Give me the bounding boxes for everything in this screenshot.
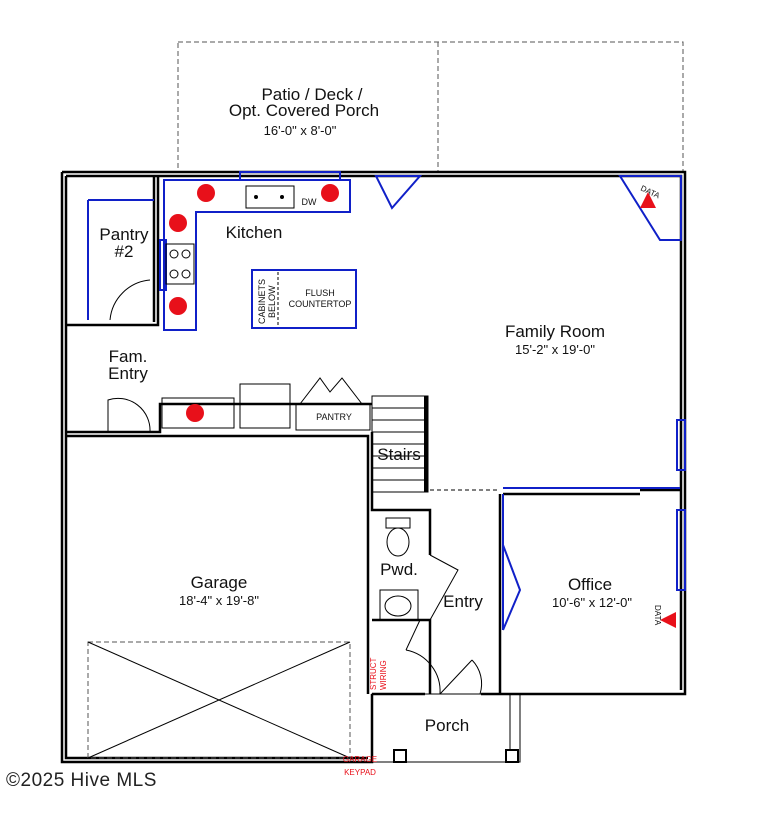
cabinets-label-line2: BELOW — [267, 285, 277, 318]
garage-dims: 18'-4" x 19'-8" — [179, 593, 259, 608]
garage-label: Garage — [191, 573, 248, 592]
struct-wiring-line2: WIRING — [379, 660, 388, 690]
kitchen-label: Kitchen — [226, 223, 283, 242]
stairs-label: Stairs — [377, 445, 420, 464]
fam-entry-label-line1: Fam. — [109, 347, 148, 366]
flush-label-line1: FLUSH — [305, 288, 335, 298]
office-dims: 10'-6" x 12'-0" — [552, 595, 632, 610]
doors — [107, 175, 680, 695]
patio-label-line2: Opt. Covered Porch — [229, 101, 379, 120]
watermark: ©2025 Hive MLS — [6, 770, 157, 791]
patio-label-line1: Patio / Deck / — [261, 85, 362, 104]
patio-dims: 16'-0" x 8'-0" — [264, 123, 337, 138]
family-room-dims: 15'-2" x 19'-0" — [515, 342, 595, 357]
patio-outline — [177, 41, 684, 173]
pantry2-label-line1: Pantry — [99, 225, 149, 244]
fam-entry-label-line2: Entry — [108, 364, 148, 383]
data-label-office: DATA — [653, 605, 662, 626]
entry-label: Entry — [443, 592, 483, 611]
struct-wiring-line1: STRUCT — [369, 657, 378, 690]
porch — [371, 693, 521, 763]
porch-label: Porch — [425, 716, 469, 735]
kitchen-counters — [161, 179, 371, 431]
family-room-label: Family Room — [505, 322, 605, 341]
flush-label-line2: COUNTERTOP — [289, 299, 352, 309]
cabinets-label-line1: CABINETS — [257, 279, 267, 324]
garage-keypad-line2: KEYPAD — [344, 768, 376, 777]
garage-door — [87, 641, 351, 759]
pantry2-label-line2: #2 — [115, 242, 134, 261]
windows — [87, 171, 686, 630]
stairs — [371, 395, 429, 493]
electrical-symbols — [169, 175, 682, 628]
dw-label: DW — [302, 197, 317, 207]
pwd-label: Pwd. — [380, 560, 418, 579]
powder-fixtures — [379, 517, 419, 621]
office-label: Office — [568, 575, 612, 594]
interior-walls — [66, 176, 681, 694]
garage-keypad-line1: GARAGE — [343, 755, 377, 764]
pantry-label: PANTRY — [316, 412, 352, 422]
